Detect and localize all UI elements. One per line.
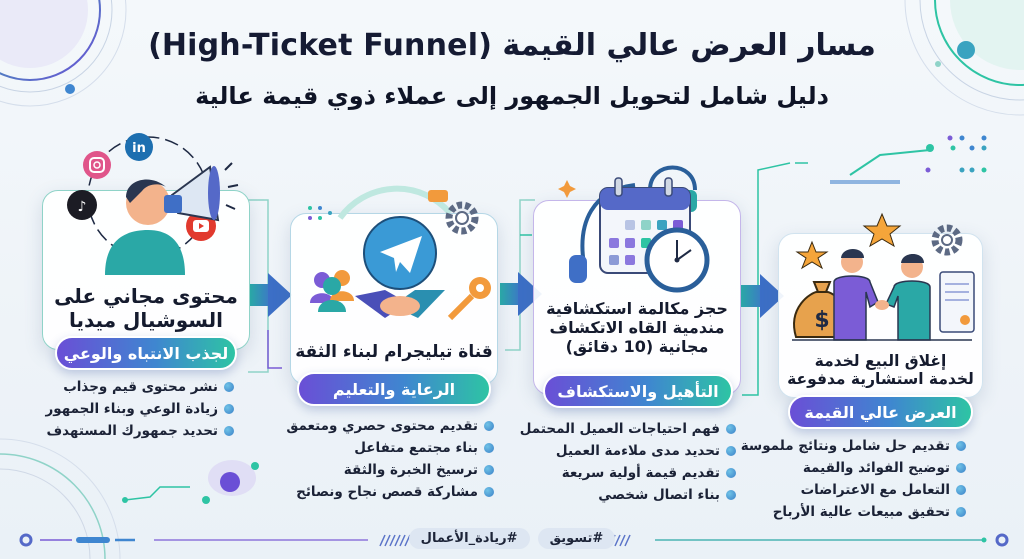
flow-arrow-2 bbox=[500, 283, 520, 305]
bullet-dot-icon bbox=[224, 382, 234, 392]
bullet-dot-icon bbox=[956, 485, 966, 495]
megaphone-social-media-icon: in ♪ bbox=[67, 133, 239, 275]
stage-1-bullets: نشر محتوى قيم وجذاب زيادة الوعي وبناء ال… bbox=[45, 376, 234, 442]
hashtag-list: #تسويق #ريادة_الأعمال bbox=[0, 528, 1024, 549]
page-title: مسار العرض عالي القيمة (High-Ticket Funn… bbox=[148, 28, 876, 63]
bullet-dot-icon bbox=[224, 426, 234, 436]
list-item: تحديد جمهورك المستهدف bbox=[45, 420, 234, 442]
stage-3-title: حجز مكالمة استكشافية مندمية القاه الاتكش… bbox=[546, 299, 728, 356]
deal-handshake-money-icon: $ bbox=[792, 212, 975, 341]
svg-text:in: in bbox=[132, 141, 146, 156]
stage-2-pill: الرعاية والتعليم bbox=[297, 372, 491, 406]
stage-2-title: قناة تيليجرام لبناء الثقة bbox=[295, 342, 493, 362]
list-item: نشر محتوى قيم وجذاب bbox=[45, 376, 234, 398]
stage-4-title: إغلاق البيع لخدمة لخدمة استشارية مدفوعة bbox=[787, 352, 974, 389]
list-item: تقديم قيمة أولية سريعة bbox=[520, 462, 736, 484]
stage-4-bullets: تقديم حل شامل ونتائج ملموسة توضيح الفوائ… bbox=[741, 435, 966, 523]
hashtag-entrepreneurship[interactable]: #ريادة_الأعمال bbox=[408, 528, 530, 549]
bullet-dot-icon bbox=[484, 443, 494, 453]
bullet-dot-icon bbox=[956, 507, 966, 517]
flow-arrow-1-head bbox=[268, 273, 292, 317]
list-item: زيادة الوعي وبناء الجمهور bbox=[45, 398, 234, 420]
stage-1-pill: لجذب الانتباه والوعي bbox=[55, 336, 237, 370]
stage-3-bullets: فهم احتياجات العميل المحتمل تحديد مدى مل… bbox=[520, 418, 736, 506]
telegram-handshake-icon bbox=[308, 185, 491, 321]
list-item: التعامل مع الاعتراضات bbox=[741, 479, 966, 501]
bullet-dot-icon bbox=[484, 421, 494, 431]
stage-2-bullets: تقديم محتوى حصري ومتعمق بناء مجتمع متفاع… bbox=[286, 415, 494, 503]
bullet-dot-icon bbox=[224, 404, 234, 414]
list-item: توضيح الفوائد والقيمة bbox=[741, 457, 966, 479]
page-subtitle: دليل شامل لتحويل الجمهور إلى عملاء ذوي ق… bbox=[195, 82, 829, 110]
list-item: تحقيق مبيعات عالية الأرباح bbox=[741, 501, 966, 523]
bullet-dot-icon bbox=[726, 446, 736, 456]
bullet-dot-icon bbox=[726, 468, 736, 478]
bullet-dot-icon bbox=[956, 463, 966, 473]
stage-4-pill: العرض عالي القيمة bbox=[788, 395, 973, 429]
bullet-dot-icon bbox=[726, 490, 736, 500]
list-item: تحديد مدى ملاءمة العميل bbox=[520, 440, 736, 462]
bullet-dot-icon bbox=[956, 441, 966, 451]
bullet-dot-icon bbox=[726, 424, 736, 434]
hashtag-marketing[interactable]: #تسويق bbox=[537, 528, 616, 549]
list-item: بناء اتصال شخصي bbox=[520, 484, 736, 506]
list-item: مشاركة قصص نجاح ونصائح bbox=[286, 481, 494, 503]
svg-text:♪: ♪ bbox=[78, 199, 87, 215]
svg-text:$: $ bbox=[814, 308, 829, 333]
bullet-dot-icon bbox=[484, 487, 494, 497]
stage-3-pill: التأهيل والاستكشاف bbox=[543, 374, 733, 408]
flow-arrow-3 bbox=[741, 285, 763, 307]
list-item: فهم احتياجات العميل المحتمل bbox=[520, 418, 736, 440]
bullet-dot-icon bbox=[484, 465, 494, 475]
list-item: تقديم محتوى حصري ومتعمق bbox=[286, 415, 494, 437]
stage-1-title: محتوى مجاني على السوشيال ميديا bbox=[54, 284, 238, 332]
calendar-clock-headset-icon bbox=[558, 165, 710, 293]
list-item: بناء مجتمع متفاعل bbox=[286, 437, 494, 459]
flow-arrow-1 bbox=[250, 284, 270, 306]
list-item: ترسيخ الخبرة والثقة bbox=[286, 459, 494, 481]
list-item: تقديم حل شامل ونتائج ملموسة bbox=[741, 435, 966, 457]
